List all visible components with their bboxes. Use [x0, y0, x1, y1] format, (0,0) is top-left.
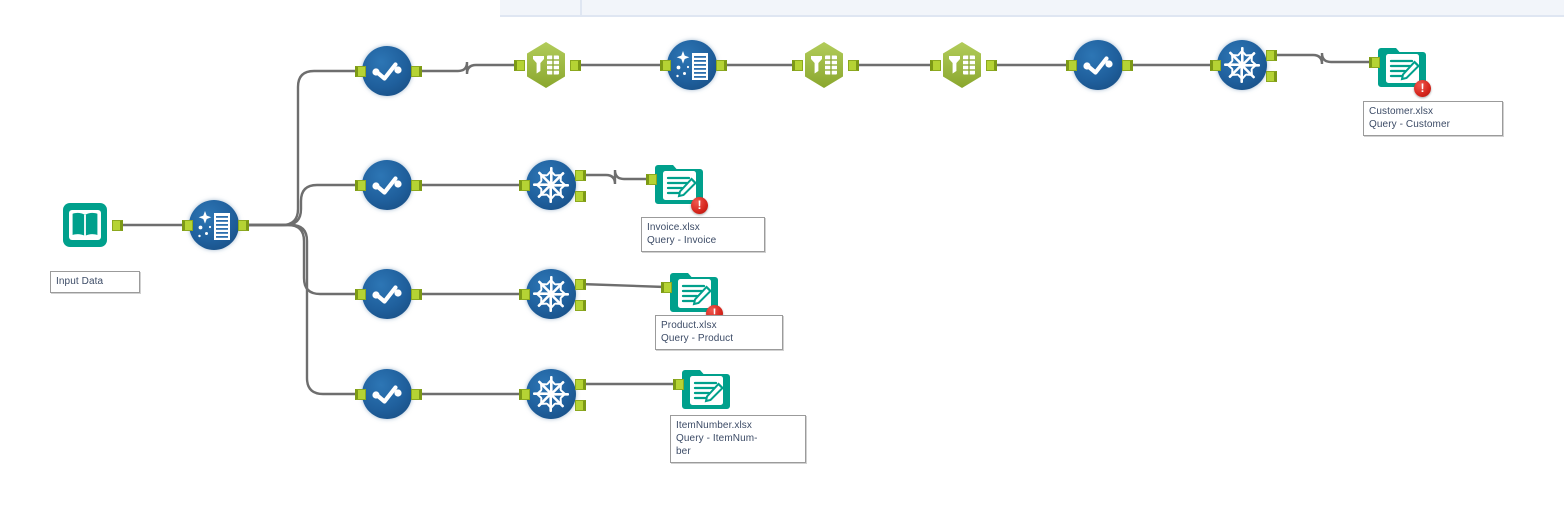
- snowflake-icon: [526, 269, 576, 319]
- output-anchor[interactable]: [570, 60, 581, 71]
- document-pencil-icon: [654, 157, 704, 207]
- output-anchor-2[interactable]: [575, 400, 586, 411]
- snowflake-icon: [1217, 40, 1267, 90]
- error-badge[interactable]: !: [691, 197, 708, 214]
- input-anchor[interactable]: [182, 220, 193, 231]
- output-anchor[interactable]: [716, 60, 727, 71]
- wire-r2-unique-to-output[interactable]: [578, 169, 652, 185]
- wire-r1-select-to-filter[interactable]: [414, 61, 520, 75]
- output-anchor[interactable]: [986, 60, 997, 71]
- wire-r1-unique-to-output[interactable]: [1269, 52, 1375, 65]
- input-anchor[interactable]: [1066, 60, 1077, 71]
- top-panel-strip: [500, 0, 1564, 17]
- document-pencil-icon: [669, 265, 719, 315]
- output-anchor-2[interactable]: [575, 191, 586, 202]
- document-pencil-icon: [681, 362, 731, 412]
- input-anchor[interactable]: [355, 180, 366, 191]
- input-anchor[interactable]: [1369, 57, 1380, 68]
- sparkle-building-icon: [189, 200, 239, 250]
- output-anchor-2[interactable]: [1266, 71, 1277, 82]
- wire-r3-unique-to-output[interactable]: [578, 282, 667, 289]
- check-wave-icon: [362, 269, 412, 319]
- funnel-table-icon: [937, 40, 987, 90]
- wire-cleanse-to-select-r3[interactable]: [241, 223, 361, 296]
- input-anchor[interactable]: [355, 389, 366, 400]
- input-anchor[interactable]: [355, 289, 366, 300]
- output-anchor[interactable]: [848, 60, 859, 71]
- top-panel-cell-2: [582, 0, 1564, 15]
- sparkle-building-icon: [667, 40, 717, 90]
- input-anchor[interactable]: [930, 60, 941, 71]
- input-anchor[interactable]: [661, 282, 672, 293]
- label-line-secondary: Query - Customer: [1369, 119, 1451, 130]
- input-anchor[interactable]: [792, 60, 803, 71]
- input-anchor[interactable]: [1210, 60, 1221, 71]
- input-anchor[interactable]: [519, 180, 530, 191]
- funnel-table-icon: [521, 40, 571, 90]
- output-anchor[interactable]: [411, 389, 422, 400]
- input-anchor[interactable]: [519, 389, 530, 400]
- check-wave-icon: [362, 160, 412, 210]
- output-anchor[interactable]: [411, 289, 422, 300]
- workflow-canvas[interactable]: !: [0, 17, 1564, 529]
- output-anchor[interactable]: [1122, 60, 1133, 71]
- connector-layer: [115, 52, 1375, 396]
- output-anchor[interactable]: [411, 66, 422, 77]
- input-anchor[interactable]: [514, 60, 525, 71]
- output-anchor-1[interactable]: [1266, 50, 1277, 61]
- error-badge[interactable]: !: [1414, 80, 1431, 97]
- label-line-secondary: Query - Product: [661, 333, 734, 344]
- output-anchor[interactable]: [112, 220, 123, 231]
- label-line-primary: Invoice.xlsx: [647, 222, 700, 233]
- funnel-table-icon: [799, 40, 849, 90]
- output-anchor-1[interactable]: [575, 170, 586, 181]
- label-line-secondary: Query - Invoice: [647, 235, 717, 246]
- input-anchor[interactable]: [519, 289, 530, 300]
- label-line-primary: Product.xlsx: [661, 320, 717, 331]
- output-anchor-1[interactable]: [575, 279, 586, 290]
- label-line-primary: ItemNumber.xlsx: [676, 420, 752, 431]
- check-wave-icon: [362, 369, 412, 419]
- output-anchor-1[interactable]: [575, 379, 586, 390]
- check-wave-icon: [362, 46, 412, 96]
- input-anchor[interactable]: [673, 379, 684, 390]
- label-line-primary: Input Data: [56, 276, 104, 287]
- snowflake-icon: [526, 160, 576, 210]
- snowflake-icon: [526, 369, 576, 419]
- wire-cleanse-to-select-r4[interactable]: [241, 223, 361, 396]
- output-anchor[interactable]: [411, 180, 422, 191]
- label-line-secondary: Query - ItemNum- ber: [676, 433, 758, 457]
- input-anchor[interactable]: [660, 60, 671, 71]
- output-anchor[interactable]: [238, 220, 249, 231]
- document-pencil-icon: [1377, 40, 1427, 90]
- wire-cleanse-to-select-r2[interactable]: [241, 183, 361, 227]
- output-anchor-2[interactable]: [575, 300, 586, 311]
- input-anchor[interactable]: [646, 174, 657, 185]
- label-input-data[interactable]: Input Data: [50, 271, 140, 293]
- label-line-primary: Customer.xlsx: [1369, 106, 1434, 117]
- top-panel-cell-1: [500, 0, 582, 15]
- open-book-icon: [60, 200, 110, 250]
- check-wave-icon: [1073, 40, 1123, 90]
- input-anchor[interactable]: [355, 66, 366, 77]
